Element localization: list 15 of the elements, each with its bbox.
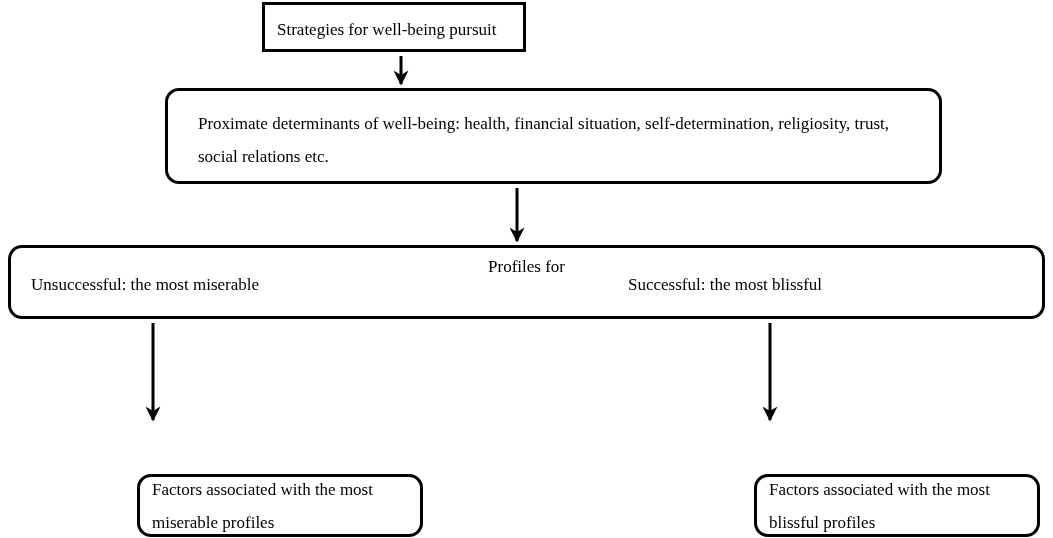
rounded-box (137, 474, 423, 537)
arrow (762, 323, 778, 422)
node-text: Strategies for well-being pursuit (277, 19, 498, 41)
node-text: Factors associated with the most blissful profiles (769, 479, 991, 535)
node-text: Factors associated with the most miserable profiles (152, 479, 374, 535)
node-text: Proximate determinants of well-being: health, financial situation, self-determination, religiosity, trust, social relations etc. (198, 113, 890, 169)
arrow (509, 188, 525, 243)
arrow (145, 323, 161, 422)
arrow (393, 56, 409, 86)
rounded-box (8, 245, 1045, 319)
node-text: Unsuccessful: the most miserable (31, 274, 261, 296)
node-text: Successful: the most blissful (628, 274, 824, 296)
process-box (262, 2, 526, 52)
rounded-box (754, 474, 1040, 537)
rounded-box (165, 88, 942, 184)
